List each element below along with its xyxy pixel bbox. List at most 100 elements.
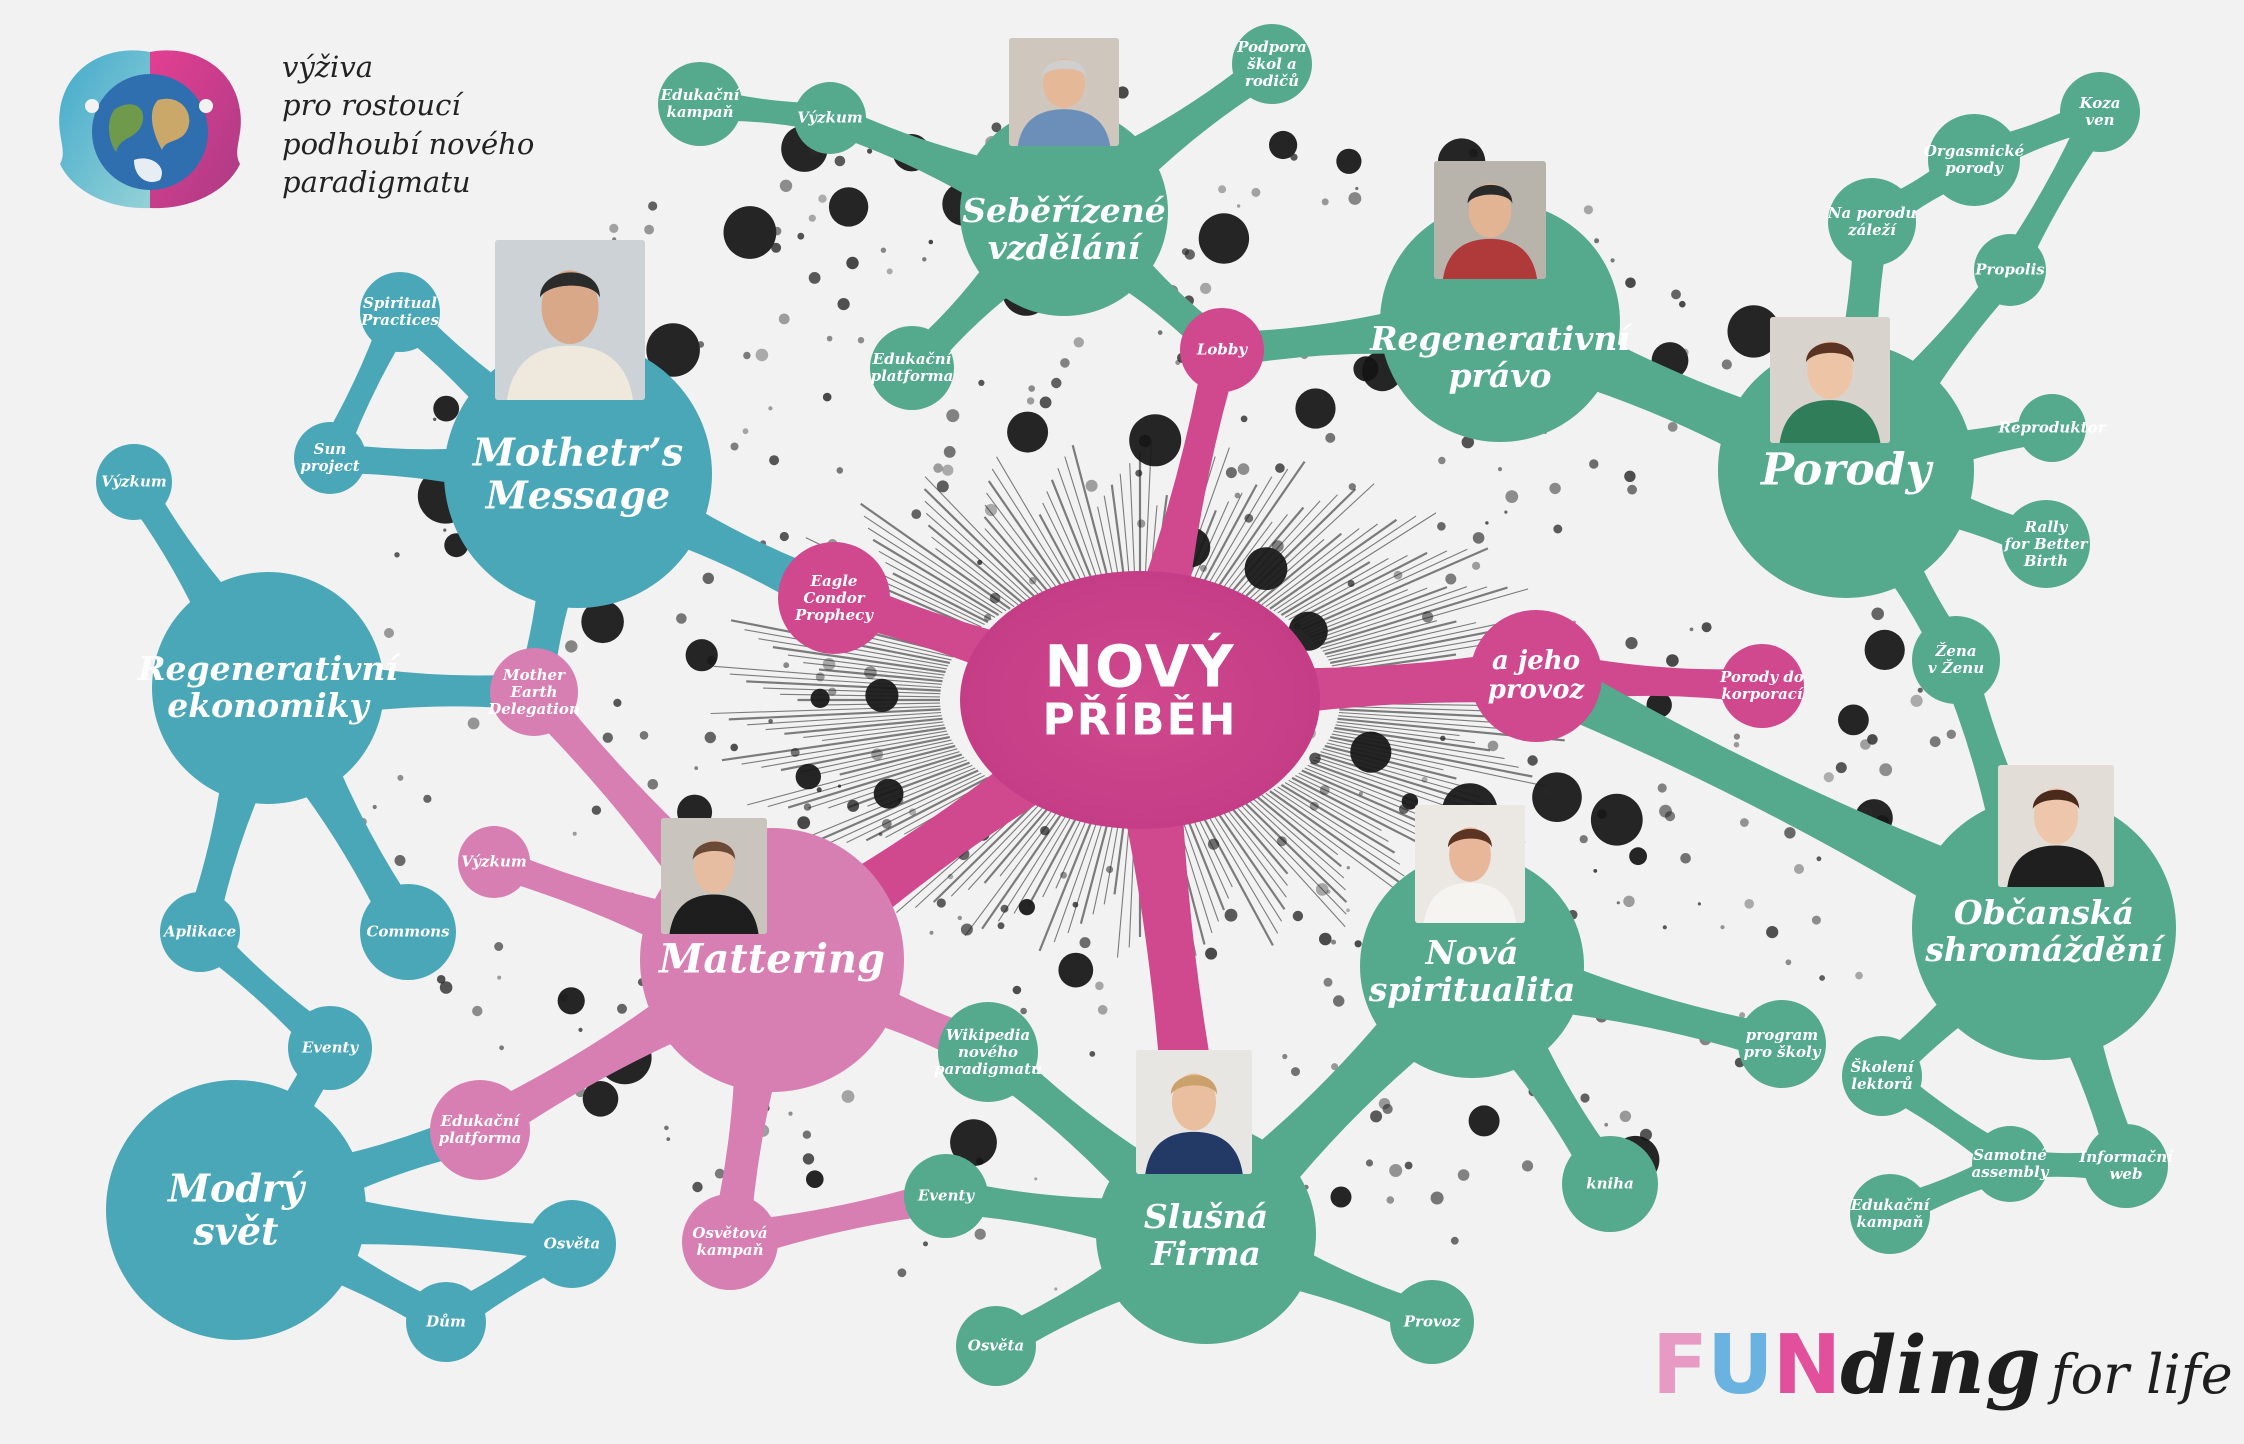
ink-dot	[730, 743, 738, 752]
gill-ray	[808, 756, 965, 809]
ink-dot	[497, 975, 502, 980]
gill-ray	[761, 733, 949, 768]
ink-dot	[372, 804, 377, 810]
gill-ray	[1324, 744, 1457, 780]
gill-ray	[713, 665, 942, 685]
ink-dot	[1422, 611, 1434, 623]
node-bubble-osveta_l	[528, 1200, 616, 1288]
ink-dot	[1205, 947, 1218, 960]
node-bubble-program	[1738, 1000, 1826, 1088]
gill-ray	[1295, 550, 1448, 625]
ink-dot	[1333, 995, 1345, 1007]
gill-ray	[1277, 512, 1437, 614]
gill-ray	[822, 724, 945, 742]
ink-dot	[723, 206, 777, 259]
ink-dot	[1733, 741, 1740, 748]
node-bubble-lobby	[1180, 308, 1264, 392]
ink-dot	[923, 1241, 928, 1247]
ink-dot	[1073, 337, 1085, 348]
gill-ray	[1243, 801, 1348, 903]
ink-dot	[991, 122, 1002, 133]
gill-ray	[1220, 809, 1287, 898]
ink-dot	[1097, 1005, 1108, 1015]
ink-dot	[802, 1153, 815, 1165]
ink-dot	[1625, 277, 1636, 289]
ink-dot	[1472, 532, 1485, 544]
gill-ray	[1064, 456, 1105, 583]
ink-dot	[1549, 482, 1561, 495]
gill-ray	[818, 668, 943, 683]
gill-ray	[1243, 488, 1357, 599]
ink-dot	[1054, 1287, 1058, 1291]
ink-dot	[1867, 734, 1878, 745]
ink-dot	[617, 1003, 627, 1014]
gill-ray	[800, 739, 952, 773]
ink-dot	[394, 855, 406, 866]
ink-dot	[685, 639, 718, 672]
gill-ray	[1211, 811, 1283, 922]
gill-ray	[1097, 506, 1115, 582]
ink-dot	[1811, 915, 1821, 925]
ink-dot	[1240, 415, 1248, 423]
gill-ray	[1050, 479, 1095, 584]
node-bubble-eduplatf_top	[870, 326, 954, 410]
gill-ray	[1079, 818, 1110, 924]
ink-dot	[1331, 939, 1337, 945]
node-bubble-mothers_msg	[444, 340, 712, 608]
ink-dot	[1727, 305, 1780, 358]
gill-ray	[1291, 551, 1428, 624]
ink-dot	[423, 794, 432, 803]
gill-ray	[1211, 468, 1289, 589]
ink-dot	[797, 232, 805, 240]
ink-dot	[1276, 836, 1287, 847]
ink-dot	[692, 1181, 703, 1193]
gill-ray	[892, 572, 989, 624]
ink-dot	[578, 1027, 583, 1032]
node-bubble-eduplatf_m	[430, 1080, 530, 1180]
portrait-photo-regpravo	[1434, 161, 1546, 279]
gill-ray	[1269, 518, 1398, 610]
ink-dot	[771, 242, 782, 253]
ink-dot	[936, 480, 949, 493]
gill-ray	[931, 536, 1019, 606]
node-bubble-sun	[294, 422, 366, 494]
gill-ray	[1042, 502, 1084, 586]
ink-dot	[1319, 932, 1332, 946]
gill-ray	[1234, 805, 1346, 928]
gill-ray	[1322, 748, 1470, 789]
gill-ray	[780, 736, 951, 772]
gill-ray	[1038, 513, 1080, 587]
gill-ray	[1042, 814, 1084, 898]
ink-dot	[1619, 1110, 1632, 1123]
gill-ray	[728, 708, 941, 721]
ink-dot	[1671, 289, 1681, 300]
ink-dot	[1028, 385, 1035, 392]
ink-dot	[997, 922, 1005, 930]
ink-dot	[1740, 818, 1749, 827]
node-bubble-zena	[1912, 616, 2000, 704]
ink-dot	[467, 717, 480, 730]
portrait-photo-mattering	[661, 818, 767, 934]
ink-dot	[929, 930, 934, 935]
node-bubble-center	[960, 571, 1320, 829]
ink-dot	[1583, 205, 1593, 215]
gill-ray	[1310, 761, 1418, 803]
gill-ray	[1329, 625, 1516, 664]
gill-ray	[721, 726, 946, 762]
node-bubble-podpora	[1232, 24, 1312, 104]
gill-ray	[1071, 444, 1110, 582]
gill-ray	[1265, 523, 1378, 608]
gill-ray	[1339, 705, 1500, 712]
ink-dot	[743, 351, 751, 360]
gill-ray	[710, 705, 941, 715]
ink-dot	[922, 257, 927, 262]
ink-dot	[1689, 627, 1694, 632]
gill-ray	[867, 527, 1003, 614]
ink-dot	[841, 1090, 855, 1103]
node-bubble-osvetova	[682, 1194, 778, 1290]
gill-ray	[1185, 816, 1226, 911]
gill-ray	[981, 810, 1065, 930]
gill-ray	[991, 468, 1069, 589]
ink-dot	[704, 731, 716, 744]
